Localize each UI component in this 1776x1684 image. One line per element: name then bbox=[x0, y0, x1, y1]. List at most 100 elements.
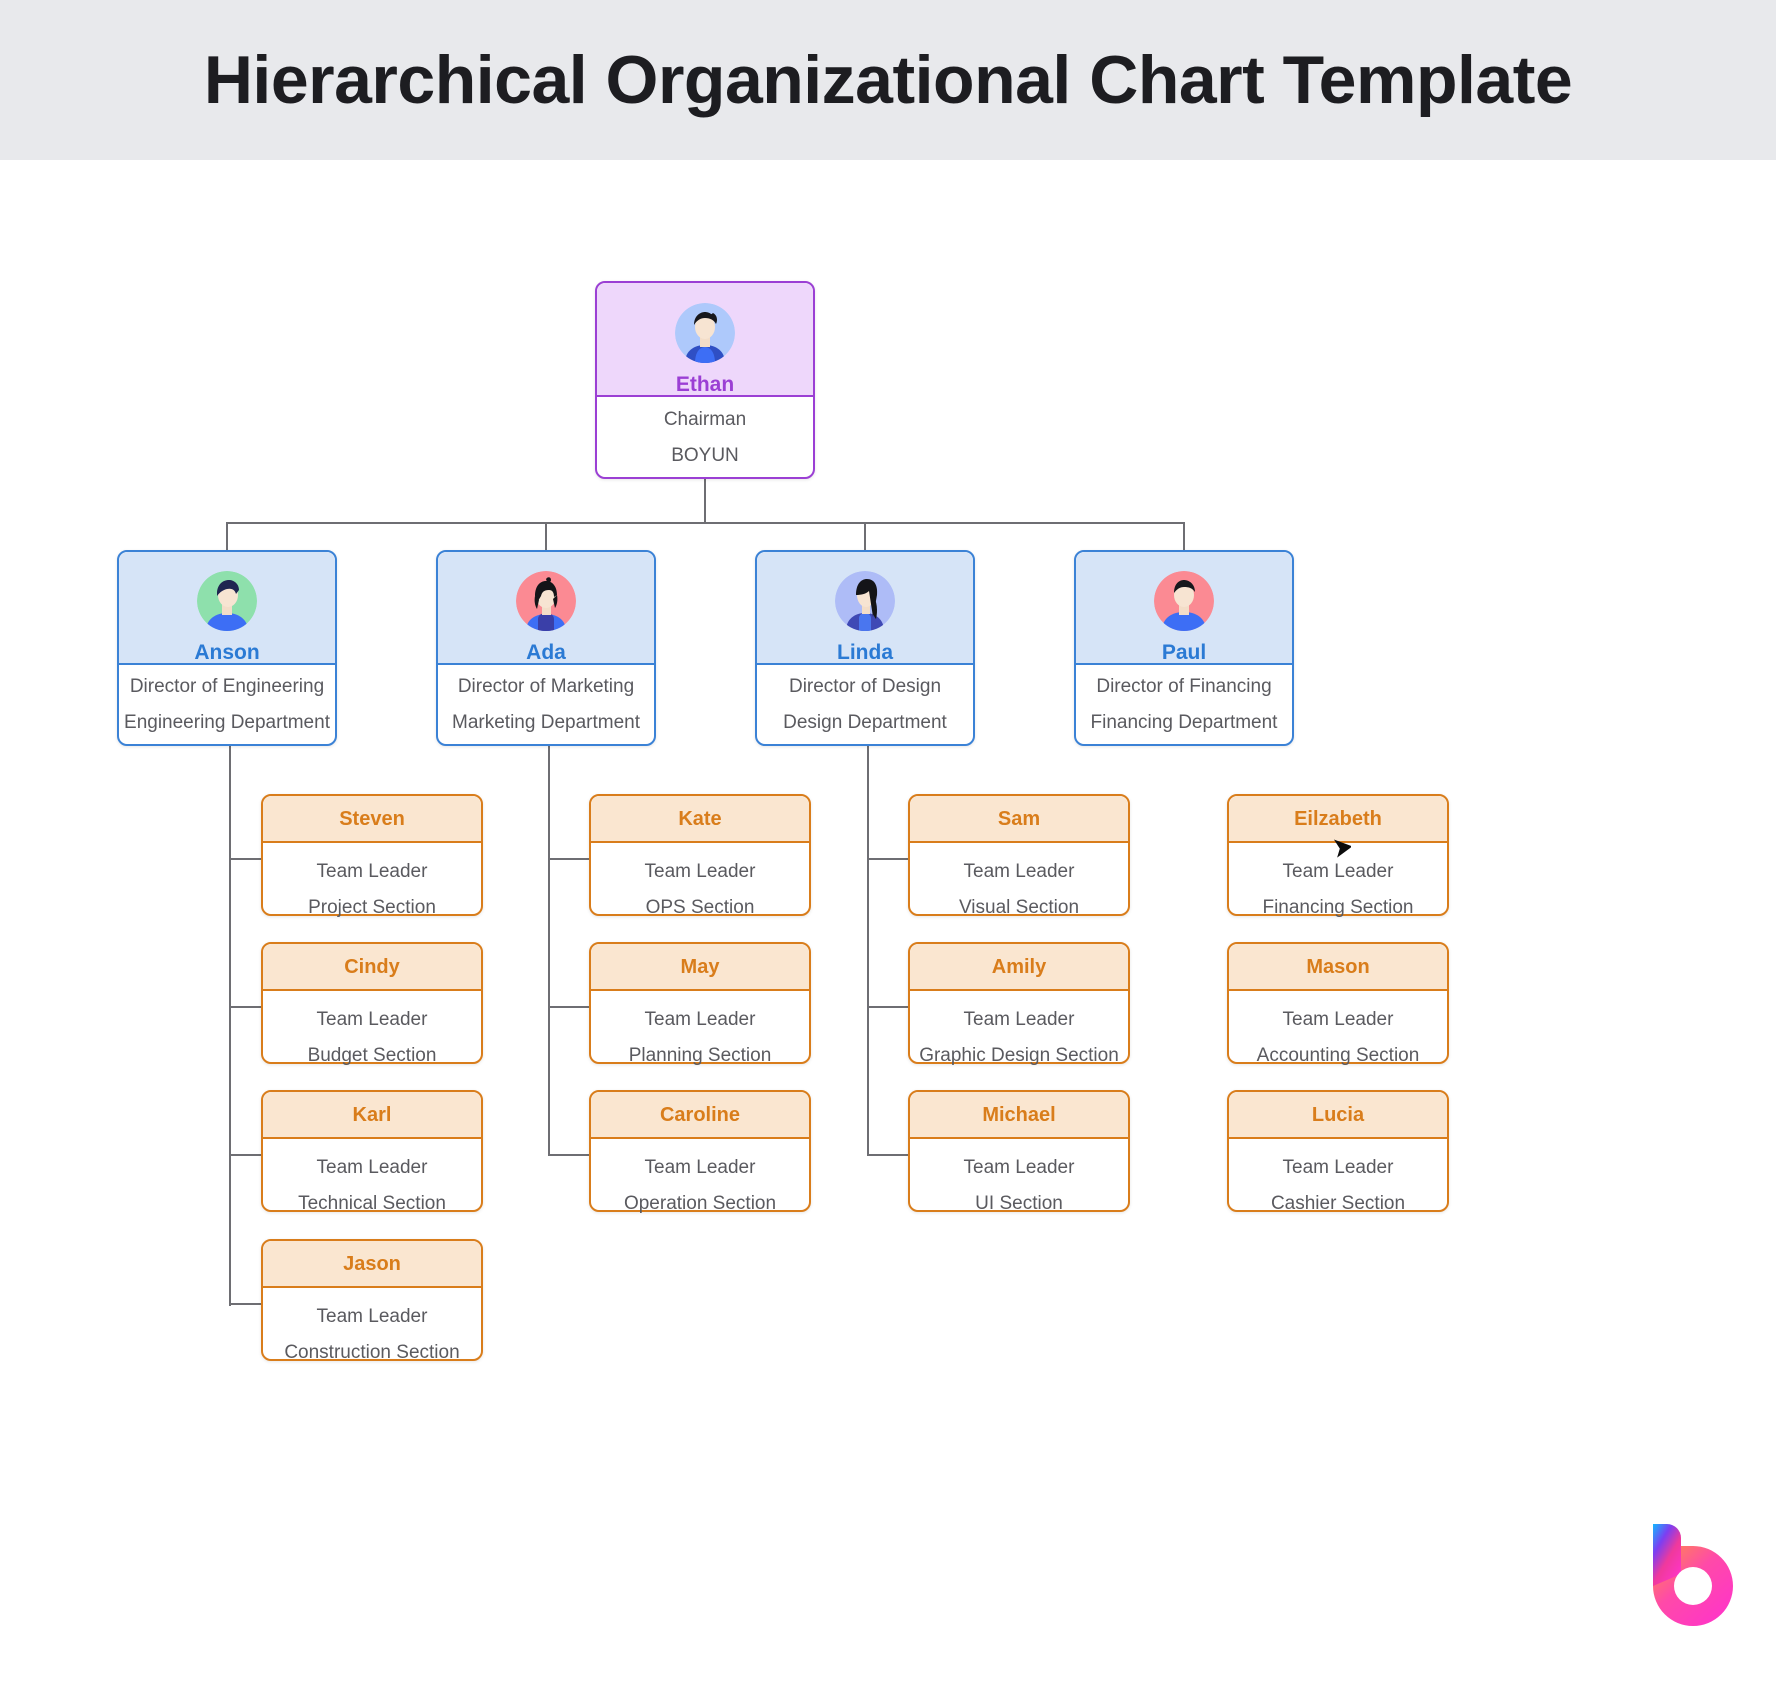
node-body: Team Leader Project Section bbox=[263, 843, 481, 936]
node-unit: Engineering Department bbox=[124, 712, 330, 733]
node-head: Michael bbox=[910, 1092, 1128, 1139]
connector-anson-to-steven bbox=[229, 858, 263, 860]
node-body: Team Leader Accounting Section bbox=[1229, 991, 1447, 1084]
avatar-female-pink bbox=[516, 571, 576, 631]
node-unit: Technical Section bbox=[298, 1192, 446, 1214]
node-body: Director of Engineering Engineering Depa… bbox=[119, 665, 335, 745]
node-name: Kate bbox=[678, 807, 722, 830]
node-name: Ada bbox=[526, 641, 566, 664]
node-head: Jason bbox=[263, 1241, 481, 1288]
node-head: Kate bbox=[591, 796, 809, 843]
node-name: Mason bbox=[1306, 955, 1370, 978]
node-unit: Cashier Section bbox=[1270, 1192, 1406, 1214]
node-name: Michael bbox=[982, 1103, 1056, 1126]
node-role: Team Leader bbox=[316, 1008, 428, 1030]
node-leader-cindy[interactable]: Cindy Team Leader Budget Section bbox=[261, 942, 483, 1066]
node-unit: Planning Section bbox=[628, 1044, 772, 1066]
avatar-female-periwinkle bbox=[835, 571, 895, 631]
node-leader-steven[interactable]: Steven Team Leader Project Section bbox=[261, 794, 483, 918]
node-head: Steven bbox=[263, 796, 481, 843]
node-leader-kate[interactable]: Kate Team Leader OPS Section bbox=[589, 794, 811, 918]
node-unit: Operation Section bbox=[623, 1192, 777, 1214]
node-name: Jason bbox=[343, 1252, 401, 1275]
node-name: May bbox=[680, 955, 720, 978]
avatar-male-coral bbox=[1154, 571, 1214, 631]
node-head: May bbox=[591, 944, 809, 991]
node-director-linda[interactable]: Linda Director of Design Design Departme… bbox=[755, 550, 975, 746]
node-role: Team Leader bbox=[644, 860, 756, 882]
node-body: Team Leader Construction Section bbox=[263, 1288, 481, 1381]
avatar-male-blue bbox=[675, 303, 735, 363]
connector-anson-to-jason bbox=[229, 1303, 263, 1305]
connector-to-anson bbox=[226, 522, 228, 550]
node-unit: Design Department bbox=[783, 712, 947, 733]
node-role: Team Leader bbox=[316, 860, 428, 882]
node-head: Anson bbox=[119, 552, 335, 665]
node-unit: Financing Department bbox=[1090, 712, 1278, 733]
node-name: Ethan bbox=[675, 373, 735, 396]
node-director-anson[interactable]: Anson Director of Engineering Engineerin… bbox=[117, 550, 337, 746]
node-role: Team Leader bbox=[316, 1156, 428, 1178]
node-head: Cindy bbox=[263, 944, 481, 991]
node-head: Sam bbox=[910, 796, 1128, 843]
node-head: Ethan bbox=[597, 283, 813, 397]
node-name: Cindy bbox=[344, 955, 400, 978]
node-leader-michael[interactable]: Michael Team Leader UI Section bbox=[908, 1090, 1130, 1214]
node-name: Linda bbox=[837, 641, 893, 664]
node-unit: Accounting Section bbox=[1256, 1044, 1420, 1066]
node-leader-sam[interactable]: Sam Team Leader Visual Section bbox=[908, 794, 1130, 918]
node-unit: Project Section bbox=[308, 896, 436, 918]
node-leader-caroline[interactable]: Caroline Team Leader Operation Section bbox=[589, 1090, 811, 1214]
node-role: Team Leader bbox=[644, 1156, 756, 1178]
node-director-paul[interactable]: Paul Director of Financing Financing Dep… bbox=[1074, 550, 1294, 746]
node-body: Team Leader Cashier Section bbox=[1229, 1139, 1447, 1232]
node-body: Director of Financing Financing Departme… bbox=[1076, 665, 1292, 745]
node-head: Linda bbox=[757, 552, 973, 665]
node-head: Ada bbox=[438, 552, 654, 665]
node-leader-may[interactable]: May Team Leader Planning Section bbox=[589, 942, 811, 1066]
node-role: Team Leader bbox=[316, 1305, 428, 1327]
node-head: Caroline bbox=[591, 1092, 809, 1139]
node-leader-karl[interactable]: Karl Team Leader Technical Section bbox=[261, 1090, 483, 1214]
node-name: Karl bbox=[352, 1103, 392, 1126]
connector-ada-trunk bbox=[548, 746, 550, 1155]
node-head: Paul bbox=[1076, 552, 1292, 665]
boardmix-b-logo bbox=[1648, 1498, 1758, 1628]
node-root-ethan[interactable]: Ethan Chairman BOYUN bbox=[595, 281, 815, 479]
node-unit: Construction Section bbox=[284, 1341, 460, 1363]
node-name: Sam bbox=[997, 807, 1041, 830]
node-name: Anson bbox=[194, 641, 260, 664]
node-body: Director of Design Design Department bbox=[757, 665, 973, 745]
connector-ada-to-may bbox=[548, 1006, 590, 1008]
node-body: Team Leader Technical Section bbox=[263, 1139, 481, 1232]
connector-linda-to-michael bbox=[867, 1154, 909, 1156]
node-role: Director of Design bbox=[788, 676, 942, 697]
connector-level1-bus bbox=[226, 522, 1184, 524]
node-director-ada[interactable]: Ada Director of Marketing Marketing Depa… bbox=[436, 550, 656, 746]
node-body: Team Leader Visual Section bbox=[910, 843, 1128, 936]
node-role: Director of Financing bbox=[1096, 676, 1272, 697]
connector-to-ada bbox=[545, 522, 547, 550]
node-leader-lucia[interactable]: Lucia Team Leader Cashier Section bbox=[1227, 1090, 1449, 1214]
node-unit: Budget Section bbox=[307, 1044, 437, 1066]
connector-ada-to-caroline bbox=[548, 1154, 590, 1156]
node-unit: Financing Section bbox=[1262, 896, 1414, 918]
node-body: Chairman BOYUN bbox=[597, 397, 813, 478]
node-leader-amily[interactable]: Amily Team Leader Graphic Design Section bbox=[908, 942, 1130, 1066]
node-body: Team Leader Planning Section bbox=[591, 991, 809, 1084]
node-role: Team Leader bbox=[963, 860, 1075, 882]
node-body: Team Leader Graphic Design Section bbox=[910, 991, 1128, 1084]
node-body: Team Leader OPS Section bbox=[591, 843, 809, 936]
connector-anson-to-karl bbox=[229, 1154, 263, 1156]
node-body: Director of Marketing Marketing Departme… bbox=[438, 665, 654, 745]
header-band bbox=[0, 0, 1776, 160]
node-body: Team Leader Operation Section bbox=[591, 1139, 809, 1232]
node-head: Lucia bbox=[1229, 1092, 1447, 1139]
node-leader-mason[interactable]: Mason Team Leader Accounting Section bbox=[1227, 942, 1449, 1066]
node-unit: Marketing Department bbox=[452, 712, 640, 733]
connector-anson-to-cindy bbox=[229, 1006, 263, 1008]
node-leader-jason[interactable]: Jason Team Leader Construction Section bbox=[261, 1239, 483, 1363]
node-unit: BOYUN bbox=[671, 444, 739, 466]
node-name: Steven bbox=[339, 807, 405, 830]
